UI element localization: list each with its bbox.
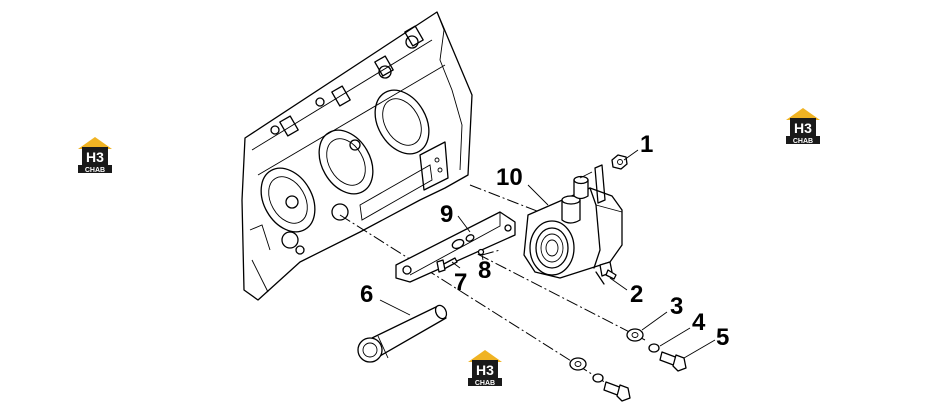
- svg-text:CHAB: CHAB: [793, 138, 813, 145]
- lockwasher-part-4: [648, 343, 660, 353]
- callout-4: 4: [692, 309, 706, 336]
- nut-part-1: [611, 154, 628, 170]
- watermark-logo-bottom: H3 CHAB: [468, 350, 502, 387]
- callout-9: 9: [440, 201, 453, 228]
- watermark-logo-right: H3 CHAB: [786, 108, 820, 145]
- engine-block: [241, 11, 473, 301]
- washer-part-8: [477, 248, 485, 256]
- leader-lines: [379, 149, 716, 359]
- callout-2: 2: [630, 281, 643, 308]
- callout-3: 3: [670, 293, 683, 320]
- svg-text:H3: H3: [794, 120, 812, 136]
- washer-part-3: [626, 328, 644, 342]
- callout-8: 8: [478, 257, 491, 284]
- lower-fastener-set: [569, 357, 631, 402]
- svg-text:H3: H3: [476, 362, 494, 378]
- bolt-part-5: [659, 351, 687, 372]
- callout-6: 6: [360, 281, 373, 308]
- svg-text:H3: H3: [86, 149, 104, 165]
- callout-5: 5: [716, 324, 729, 351]
- tube-part-6: [357, 304, 448, 363]
- watermark-logo-left: H3 CHAB: [78, 137, 112, 174]
- svg-text:CHAB: CHAB: [85, 167, 105, 174]
- callout-labels: 1 2 3 4 5 6 7 8 9 10: [360, 131, 729, 351]
- cooler-housing-part-10: [523, 164, 623, 279]
- screw-part-7: [436, 257, 458, 273]
- callout-7: 7: [454, 269, 467, 296]
- svg-text:CHAB: CHAB: [475, 380, 495, 387]
- fitting-part-2: [595, 261, 617, 285]
- callout-10: 10: [496, 164, 523, 191]
- callout-1: 1: [640, 131, 653, 158]
- bracket-part-9: [395, 211, 516, 283]
